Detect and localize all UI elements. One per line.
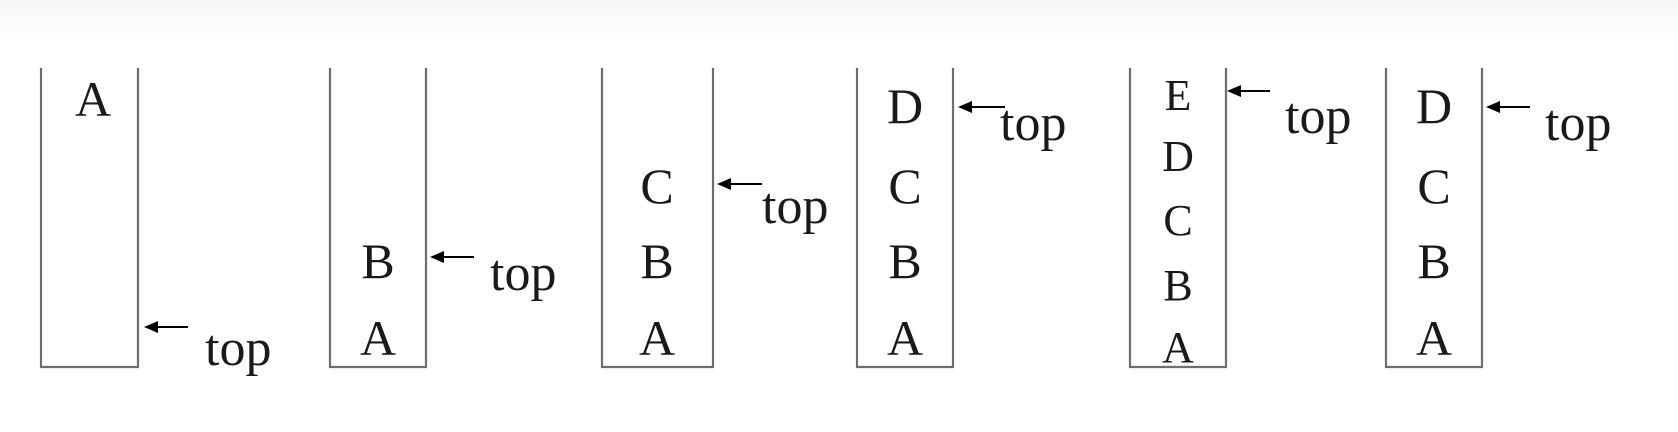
stack-1-arrowhead-icon (144, 321, 158, 333)
stack-2-item: B (361, 233, 394, 289)
stack-5-top-label: top (1285, 88, 1351, 145)
stack-5-item: E (1165, 71, 1192, 120)
stack-5-arrowhead-icon (1227, 85, 1241, 97)
stack-3-item: B (640, 233, 673, 289)
stack-4-item: A (887, 310, 923, 366)
stack-1-item: A (75, 71, 111, 127)
stack-3-top-label: top (762, 178, 828, 235)
stack-6-item: D (1416, 78, 1452, 134)
stack-5-item: D (1162, 132, 1194, 181)
stack-5: A B C D E top (1128, 68, 1351, 372)
stack-6-top-label: top (1545, 95, 1611, 152)
stack-2-container (328, 68, 428, 369)
stack-6: A B C D top (1384, 68, 1611, 369)
stack-2-top-label: top (490, 245, 556, 302)
stack-3-arrowhead-icon (717, 178, 731, 190)
stack-1: A top (39, 68, 271, 377)
stack-5-item: A (1162, 323, 1194, 372)
stack-3-container (600, 68, 715, 369)
stack-2-arrowhead-icon (430, 251, 444, 263)
stack-6-container (1384, 68, 1484, 369)
stack-6-item: C (1417, 158, 1450, 214)
stack-4-item: B (888, 233, 921, 289)
stack-5-item: C (1163, 196, 1192, 245)
stack-3-item: C (640, 158, 673, 214)
stack-4-item: C (888, 158, 921, 214)
stack-4-arrowhead-icon (958, 101, 972, 113)
stack-3: A B C top (600, 68, 828, 369)
stack-3-item: A (639, 310, 675, 366)
stack-4-top-label: top (1000, 95, 1066, 152)
stack-6-arrowhead-icon (1486, 101, 1500, 113)
stack-2: A B top (328, 68, 556, 369)
stack-1-top-label: top (205, 320, 271, 377)
stack-5-container (1128, 68, 1228, 369)
stack-2-item: A (360, 310, 396, 366)
stack-4-container (855, 68, 955, 369)
stack-6-item: A (1416, 310, 1452, 366)
stack-5-item: B (1163, 261, 1192, 310)
stack-4-item: D (887, 78, 923, 134)
stack-1-container (39, 68, 140, 369)
stack-4: A B C D top (855, 68, 1066, 369)
stack-6-item: B (1417, 233, 1450, 289)
